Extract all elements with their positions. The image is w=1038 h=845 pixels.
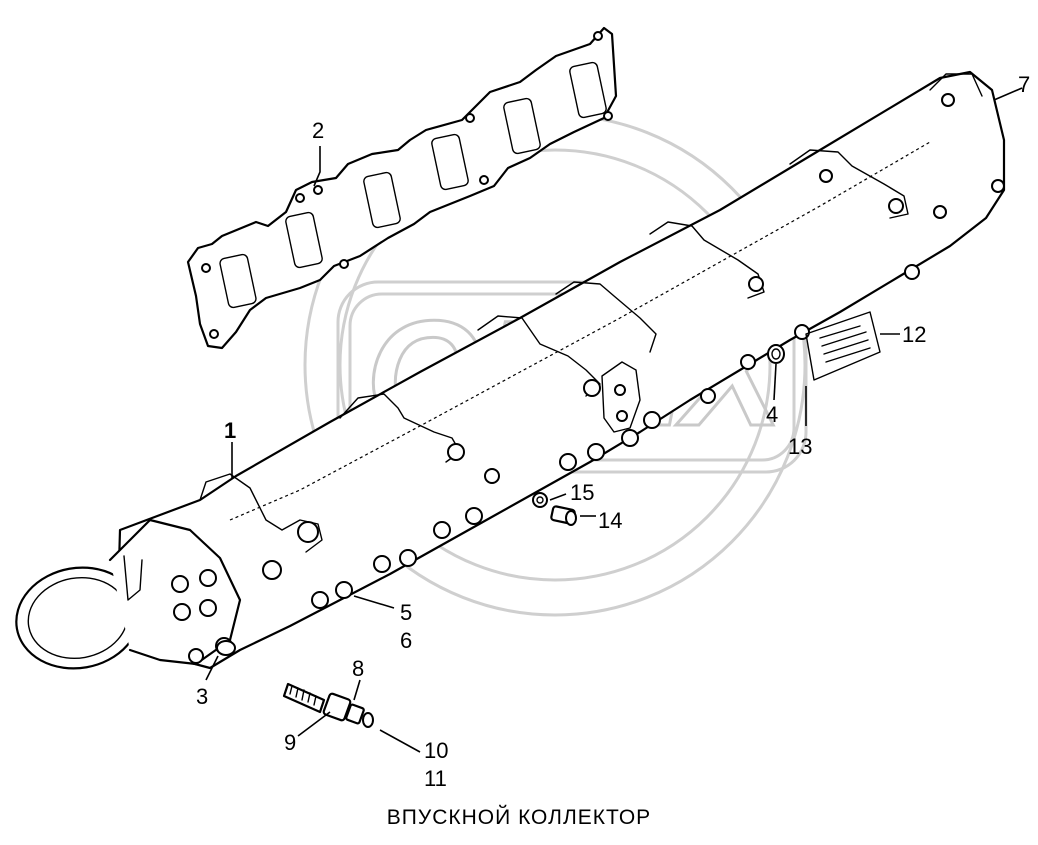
bolt-part-14	[550, 505, 577, 526]
gasket-part	[186, 26, 618, 350]
callout-1: 1	[224, 418, 236, 443]
plug-part-3	[216, 640, 236, 656]
callout-12: 12	[902, 322, 926, 347]
label-plate-part	[805, 311, 881, 381]
callout-7: 7	[1018, 72, 1030, 97]
callout-5: 5	[400, 600, 412, 625]
callouts: 1 2 3 4 5 6 7 8 9 10 11 12 13 14 15	[196, 72, 1030, 791]
intake-manifold-part	[15, 70, 1006, 670]
callout-15: 15	[570, 480, 594, 505]
plug-part-4	[767, 344, 785, 364]
callout-10: 10	[424, 738, 448, 763]
diagram-caption: ВПУСКНОЙ КОЛЛЕКТОР	[386, 806, 652, 829]
callout-3: 3	[196, 684, 208, 709]
callout-14: 14	[598, 508, 622, 533]
callout-2: 2	[312, 118, 324, 143]
leader-lines	[205, 87, 1023, 753]
callout-6: 6	[400, 628, 412, 653]
callout-11: 11	[424, 766, 447, 791]
callout-8: 8	[352, 656, 364, 681]
callout-13: 13	[788, 434, 812, 459]
sensor-part	[282, 682, 374, 728]
callout-4: 4	[766, 402, 778, 427]
washer-part-15	[532, 492, 548, 508]
callout-9: 9	[284, 730, 296, 755]
